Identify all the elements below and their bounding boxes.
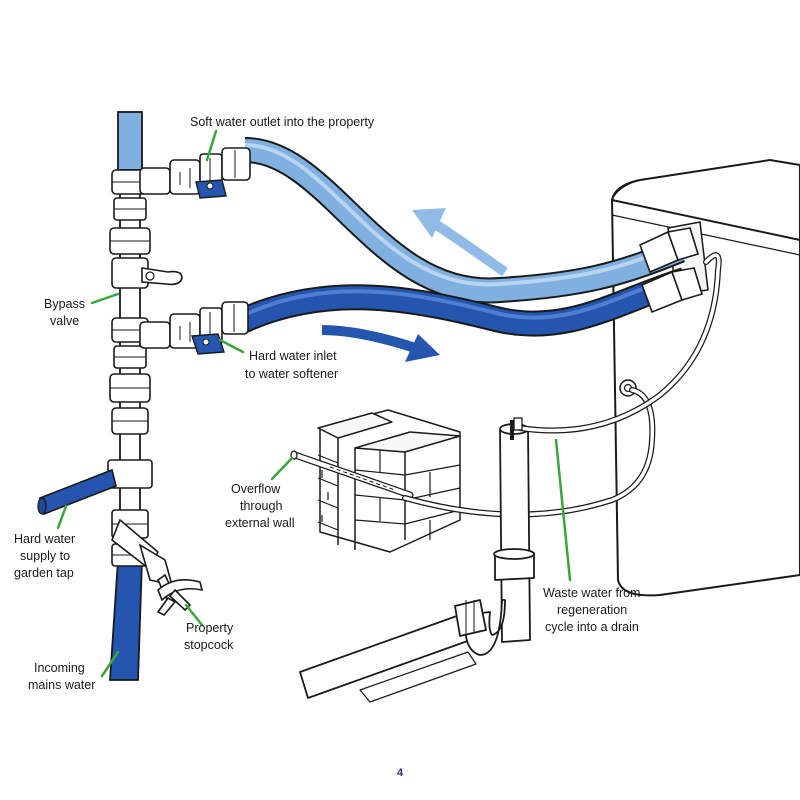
- label-bypass-valve-line2: valve: [50, 314, 79, 328]
- label-waste-water-line1: Waste water from: [543, 586, 640, 600]
- hard-water-flow-arrow: [321, 325, 440, 362]
- label-overflow-line3: external wall: [225, 516, 294, 530]
- hard-valve-handle: [191, 333, 225, 355]
- leader-mains: [100, 650, 120, 678]
- soft-valve-handle: [195, 179, 227, 199]
- label-waste-water-line2: regeneration: [557, 603, 627, 617]
- label-bypass-valve-line1: Bypass: [44, 297, 85, 311]
- label-hard-water-inlet-line1: Hard water inlet: [249, 349, 337, 363]
- soft-water-hose: [244, 137, 685, 304]
- label-garden-tap-line1: Hard water: [14, 532, 75, 546]
- leader-lines: [56, 129, 572, 678]
- hard-water-hose: [234, 267, 689, 337]
- label-garden-tap-line2: supply to: [20, 549, 70, 563]
- label-stopcock-line2: stopcock: [184, 638, 234, 652]
- leader-garden: [56, 504, 68, 530]
- label-mains-line1: Incoming: [34, 661, 85, 675]
- unit-hose-connectors: [638, 227, 704, 314]
- external-wall: [317, 409, 461, 553]
- water-softener-unit: [611, 159, 800, 597]
- garden-tap-pipe: [37, 468, 117, 516]
- label-waste-water-line3: cycle into a drain: [545, 620, 639, 634]
- leader-waste: [554, 438, 572, 582]
- label-stopcock-line1: Property: [186, 621, 234, 635]
- waste-hose: [513, 252, 722, 434]
- leader-soft-outlet: [205, 129, 218, 162]
- property-stopcock: [111, 518, 204, 616]
- label-hard-water-inlet-line2: to water softener: [245, 367, 338, 381]
- label-mains-line2: mains water: [28, 678, 95, 692]
- label-garden-tap-line3: garden tap: [14, 566, 74, 580]
- label-overflow-line1: Overflow: [231, 482, 281, 496]
- overflow-pipe: [290, 387, 656, 518]
- soft-water-flow-arrow: [412, 208, 508, 277]
- leader-overflow: [270, 456, 294, 481]
- leader-hard-inlet: [218, 338, 245, 354]
- leader-bypass: [90, 292, 120, 305]
- drain-pipe: [299, 420, 535, 703]
- label-overflow-line2: through: [240, 499, 282, 513]
- mains-pipe: [107, 111, 183, 681]
- label-soft-water-outlet: Soft water outlet into the property: [190, 115, 375, 129]
- page-number: 4: [397, 767, 404, 779]
- leader-stopcock: [184, 603, 204, 627]
- soft-water-outlet-valve: [139, 147, 251, 195]
